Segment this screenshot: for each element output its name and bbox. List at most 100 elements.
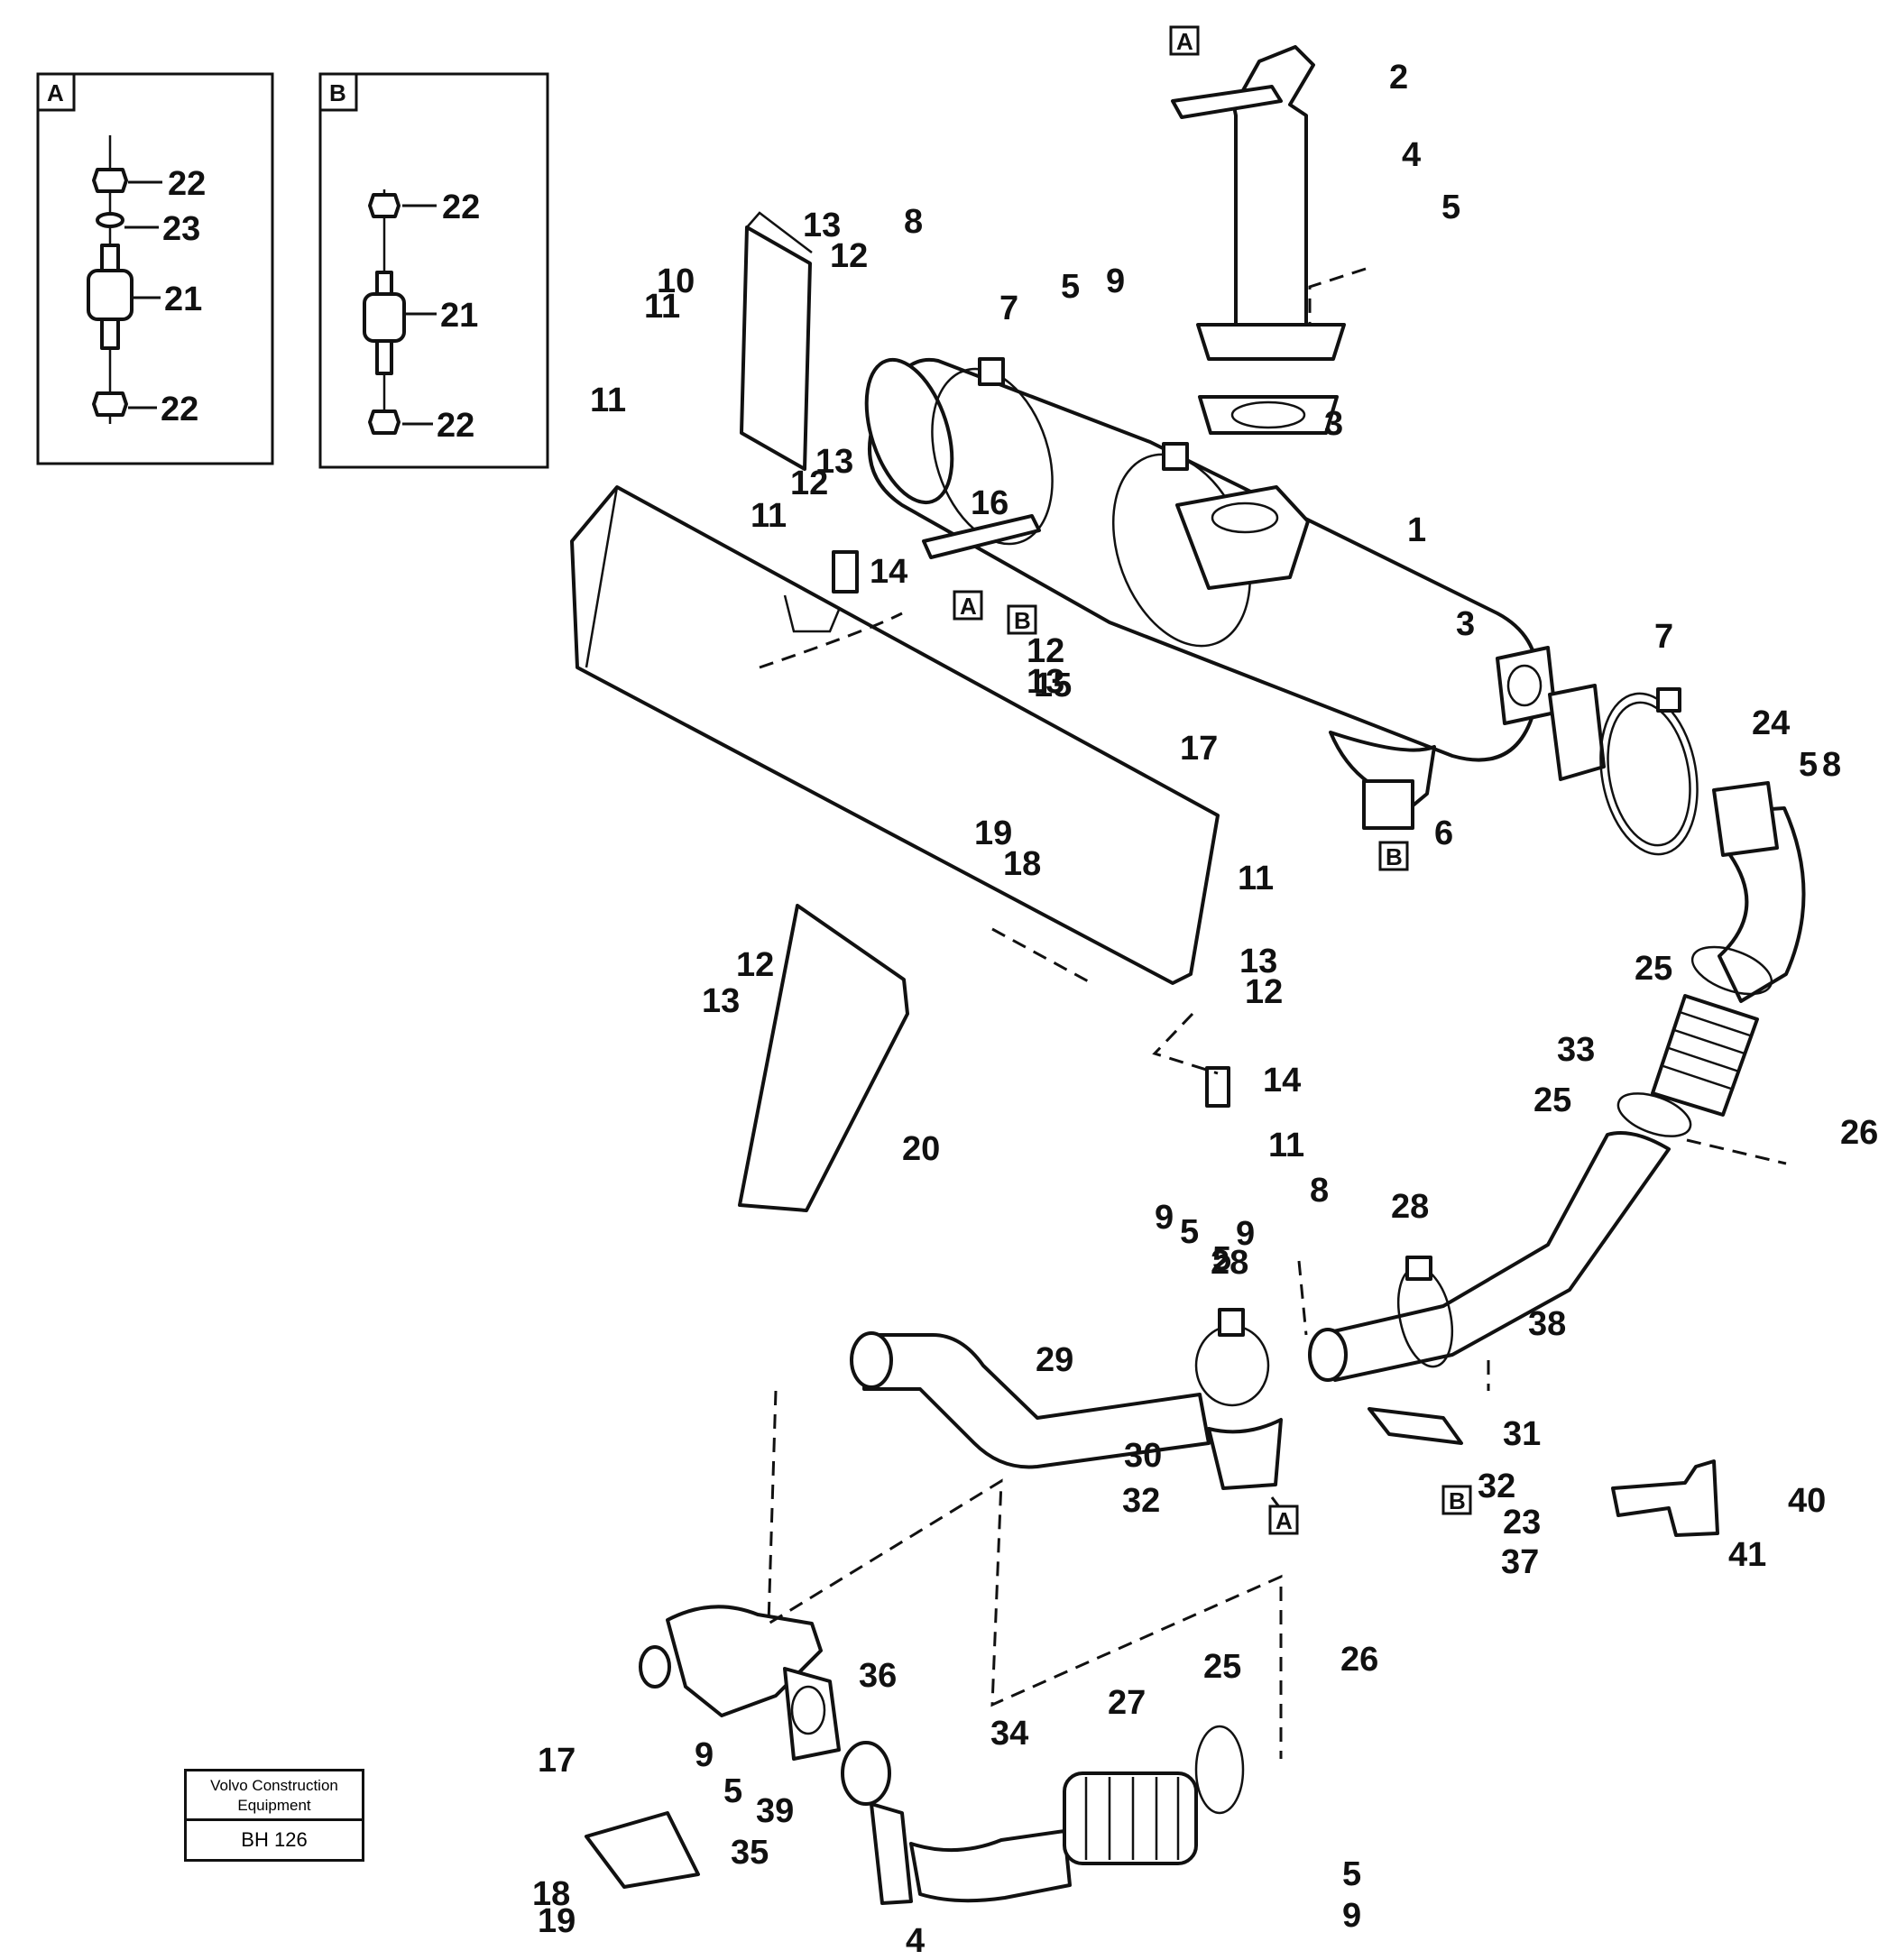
detail-a-panel: A 22 23 21 22 xyxy=(36,72,274,465)
callout-label: 40 xyxy=(1788,1482,1826,1520)
callout-label: 5 xyxy=(723,1772,742,1810)
callout-label: 9 xyxy=(1236,1215,1255,1253)
callout-label: 34 xyxy=(990,1715,1028,1753)
callout-label: 8 xyxy=(904,203,923,241)
flex-hose-upper xyxy=(1651,994,1759,1117)
callout-label: 13 xyxy=(702,982,740,1020)
callout-label: 6 xyxy=(1434,814,1453,852)
ref-tag: B xyxy=(1449,1487,1466,1514)
detail-a-label-2: 21 xyxy=(164,281,202,318)
stack-gasket xyxy=(1198,395,1339,435)
callout-label: 25 xyxy=(1203,1648,1241,1686)
callout-label: 16 xyxy=(971,484,1008,522)
callout-label: 11 xyxy=(751,497,787,535)
callout-label: 24 xyxy=(1752,704,1790,742)
callout-label: 19 xyxy=(538,1902,576,1940)
callout-label: 5 xyxy=(1441,189,1460,226)
callout-label: 26 xyxy=(1340,1641,1378,1679)
callout-label: 2 xyxy=(1389,59,1408,97)
callout-label: 31 xyxy=(1503,1415,1541,1453)
ref-tag: A xyxy=(960,593,977,620)
callout-label: 9 xyxy=(1155,1199,1174,1237)
callout-label: 28 xyxy=(1211,1244,1248,1282)
title-block: Volvo Construction Equipment BH 126 xyxy=(184,1769,364,1862)
ref-tag: A xyxy=(1176,28,1193,55)
exhaust-pipe-lower xyxy=(862,1333,1211,1469)
callout-label: 26 xyxy=(1840,1114,1878,1152)
callout-label: 20 xyxy=(902,1130,940,1168)
detail-b-panel: B 22 21 22 xyxy=(318,72,549,469)
callout-label: 38 xyxy=(1528,1305,1566,1343)
callout-label: 12 xyxy=(830,237,868,275)
callout-label: 13 xyxy=(815,443,853,481)
detail-a-label-1: 23 xyxy=(162,210,200,248)
callout-label: 12 xyxy=(736,946,774,984)
drawing-code: BH 126 xyxy=(241,1828,308,1851)
callout-label: 18 xyxy=(1003,845,1041,883)
callout-label: 17 xyxy=(538,1742,576,1780)
detail-a-label-3: 22 xyxy=(161,391,198,428)
callout-label: 7 xyxy=(1654,618,1673,656)
ref-tag: B xyxy=(1014,607,1031,634)
exhaust-stack xyxy=(1232,45,1315,327)
small-bracket xyxy=(1611,1459,1719,1537)
callout-label: 11 xyxy=(590,382,626,419)
callout-label: 23 xyxy=(1503,1504,1541,1541)
callout-label: 5 xyxy=(1342,1855,1361,1893)
callout-label: 3 xyxy=(1324,405,1343,443)
callout-label: 5 xyxy=(1799,746,1818,784)
company-name: Volvo Construction Equipment xyxy=(187,1771,362,1821)
callout-label: 8 xyxy=(1310,1172,1329,1210)
main-assembly xyxy=(570,45,1806,1905)
reference-tags: A A B B B A xyxy=(953,25,1472,1535)
detail-b-label-1: 21 xyxy=(440,297,478,335)
callout-label: 13 xyxy=(1239,943,1277,980)
mounting-plate xyxy=(1368,1407,1463,1445)
detail-b-label-2: 22 xyxy=(437,407,474,445)
callout-label: 12 xyxy=(790,465,828,502)
callout-label: 33 xyxy=(1557,1031,1595,1069)
callout-label: 3 xyxy=(1456,605,1475,643)
callout-label: 32 xyxy=(1122,1482,1160,1520)
callout-label: 9 xyxy=(695,1736,714,1774)
callout-label: 32 xyxy=(1478,1468,1515,1505)
callout-label: 9 xyxy=(1342,1897,1361,1935)
callout-label: 11 xyxy=(1238,860,1274,897)
callout-label: 5 xyxy=(1061,268,1080,306)
callout-label: 36 xyxy=(859,1657,897,1695)
callout-label: 10 xyxy=(657,262,695,300)
callout-label: 15 xyxy=(1034,667,1072,704)
callout-label: 8 xyxy=(1822,746,1841,784)
turbocharger-outlet xyxy=(666,1605,823,1717)
callout-label: 25 xyxy=(1635,950,1672,988)
callout-label: 14 xyxy=(870,553,907,591)
callout-label: 25 xyxy=(1533,1081,1571,1119)
callout-label: 4 xyxy=(906,1922,925,1960)
callout-label: 9 xyxy=(1106,262,1125,300)
callout-label: 27 xyxy=(1108,1684,1146,1722)
detail-a-letter: A xyxy=(47,79,64,106)
callout-label: 13 xyxy=(803,207,841,244)
callout-label: 14 xyxy=(1263,1062,1301,1100)
detail-b-label-0: 22 xyxy=(442,189,480,226)
detail-b-letter: B xyxy=(329,79,346,106)
callout-label: 12 xyxy=(1245,973,1283,1011)
ref-tag: B xyxy=(1386,843,1403,870)
callout-label: 7 xyxy=(999,290,1018,327)
callout-label: 5 xyxy=(1180,1213,1199,1251)
callout-label: 4 xyxy=(1402,136,1421,174)
callout-label: 37 xyxy=(1501,1543,1539,1581)
callout-label: 11 xyxy=(644,288,680,326)
bottom-plate xyxy=(585,1811,700,1889)
callout-label: 30 xyxy=(1124,1437,1162,1475)
callout-label: 5 xyxy=(1212,1240,1231,1278)
callout-label: 12 xyxy=(1027,632,1064,670)
detail-a-label-0: 22 xyxy=(168,165,206,203)
lower-bracket xyxy=(738,904,909,1212)
exhaust-pipe-middle xyxy=(1324,1131,1671,1382)
callout-label: 39 xyxy=(756,1792,794,1830)
flex-hose-lower xyxy=(1063,1771,1198,1865)
callout-label: 1 xyxy=(1407,511,1426,549)
